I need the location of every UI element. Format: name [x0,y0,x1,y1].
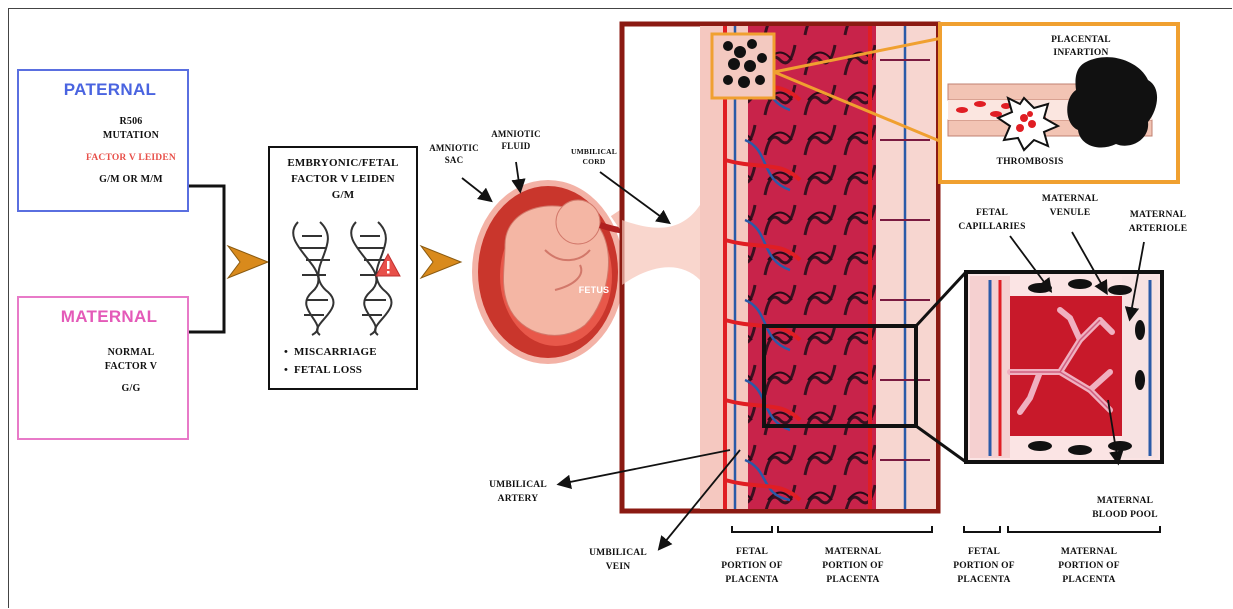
label-placental-infarction: PLACENTAL INFARTION [1036,34,1126,60]
label-amniotic-fluid: AMNIOTIC FLUID [486,128,546,152]
connector-lines [189,186,224,332]
portion-brackets [732,526,1160,532]
mutation-line2: MUTATION [89,129,173,143]
maternal-line2: FACTOR V [89,360,173,374]
embryonic-line2: FACTOR V LEIDEN [270,172,416,186]
outcome-fetal-loss-text: FETAL LOSS [294,364,362,376]
label-umbilical-vein: UMBILICAL VEIN [580,546,656,574]
label-maternal-portion-2: MATERNAL PORTION OF PLACENTA [1046,545,1132,587]
maternal-box: MATERNAL NORMAL FACTOR V G/G [17,296,189,440]
chevron-arrow-icon [228,246,268,278]
mutation-line1: R506 [89,115,173,129]
maternal-genotype: G/G [89,382,173,396]
embryonic-genotype: G/M [270,188,416,202]
label-fetal-portion-2: FETAL PORTION OF PLACENTA [944,545,1024,587]
label-maternal-portion-1: MATERNAL PORTION OF PLACENTA [810,545,896,587]
amniotic-sac-illustration [472,180,640,364]
embryonic-box: EMBRYONIC/FETAL FACTOR V LEIDEN G/M • MI… [268,146,418,390]
label-maternal-venule: MATERNAL VENULE [1030,192,1110,220]
chevron-arrow-icon-2 [421,246,461,278]
label-amniotic-sac: AMNIOTIC SAC [424,142,484,166]
label-fetal-portion-1: FETAL PORTION OF PLACENTA [712,545,792,587]
maternal-line1: NORMAL [89,346,173,360]
label-thrombosis: THROMBOSIS [990,155,1070,169]
placenta-cross-section [622,24,938,511]
paternal-box: PATERNAL R506 MUTATION FACTOR V LEIDEN G… [17,69,189,212]
label-umbilical-cord: UMBILICAL CORD [564,147,624,167]
embryonic-line1: EMBRYONIC/FETAL [270,156,416,170]
maternal-title: MATERNAL [49,307,169,327]
outcome-miscarriage-text: MISCARRIAGE [294,346,377,358]
outcome-fetal-loss: • FETAL LOSS [284,363,414,377]
label-fetus: FETUS [568,283,620,297]
label-maternal-arteriole: MATERNAL ARTERIOLE [1116,208,1200,236]
outcome-miscarriage: • MISCARRIAGE [284,345,414,359]
genotype-label: G/M OR M/M [81,173,181,187]
paternal-title: PATERNAL [55,80,165,100]
label-fetal-capillaries: FETAL CAPILLARIES [952,206,1032,234]
label-umbilical-artery: UMBILICAL ARTERY [480,478,556,506]
factor-label: FACTOR V LEIDEN [71,151,191,165]
label-maternal-blood-pool: MATERNAL BLOOD POOL [1082,494,1168,522]
